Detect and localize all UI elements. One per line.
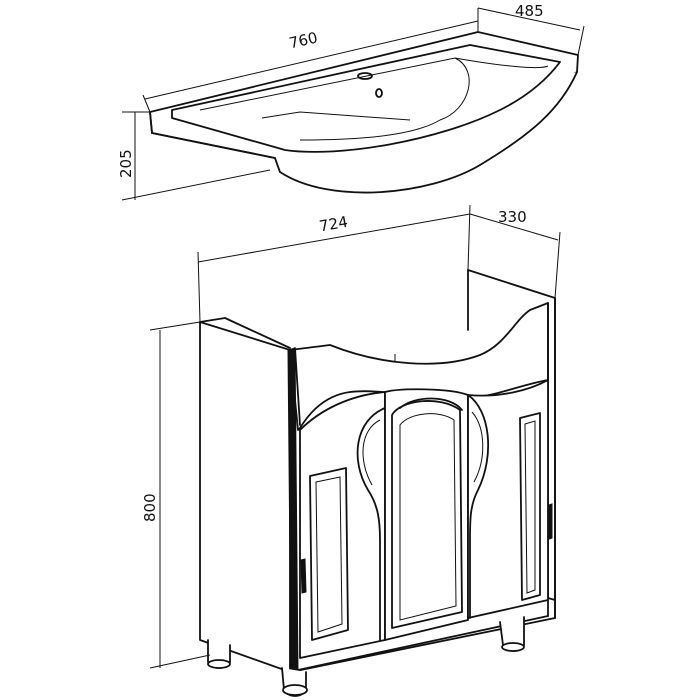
cabinet-depth-label: 330 <box>498 208 527 226</box>
cabinet-height-dimension: 800 <box>141 321 211 669</box>
basin-height-dimension: 205 <box>117 111 271 201</box>
basin-height-label: 205 <box>117 149 135 178</box>
basin-width-label: 760 <box>287 28 319 52</box>
cabinet-width-dimension: 724 <box>197 204 471 323</box>
basin-depth-dimension: 485 <box>477 2 585 56</box>
cabinet-drawing <box>199 269 556 697</box>
cabinet-width-label: 724 <box>318 213 349 236</box>
cabinet-height-label: 800 <box>141 493 159 522</box>
cabinet-legs <box>207 616 525 697</box>
basin-depth-label: 485 <box>515 2 544 20</box>
basin-width-dimension: 760 <box>142 8 479 113</box>
cabinet-depth-dimension: 330 <box>469 208 561 299</box>
basin-drawing <box>149 31 579 194</box>
